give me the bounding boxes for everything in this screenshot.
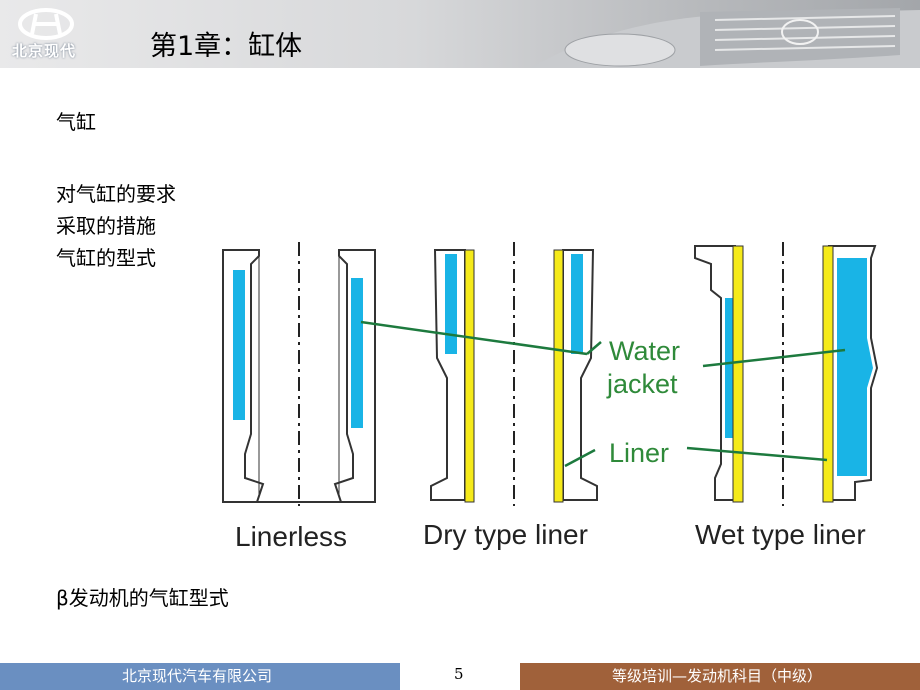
list-item: 采取的措施 bbox=[56, 214, 156, 238]
water-jacket-right bbox=[351, 278, 363, 428]
list-item: 对气缸的要求 bbox=[56, 182, 176, 206]
company-name: 北京现代汽车有限公司 bbox=[122, 667, 273, 685]
beta-engine-line: β发动机的气缸型式 bbox=[56, 586, 229, 610]
dry-liner-cylinder bbox=[430, 242, 598, 506]
list-item: 气缸的型式 bbox=[56, 246, 156, 270]
liner-right bbox=[822, 245, 834, 503]
linerless-cylinder bbox=[222, 242, 376, 506]
page-number: 5 bbox=[454, 665, 464, 683]
callout-lines bbox=[360, 320, 846, 468]
wet-liner-cylinder bbox=[694, 242, 879, 506]
liner-left bbox=[732, 245, 744, 503]
water-jacket-left bbox=[233, 270, 245, 420]
caption-wet-type: Wet type liner bbox=[695, 519, 866, 550]
caption-dry-type: Dry type liner bbox=[423, 519, 588, 550]
topic-heading: 气缸 bbox=[56, 110, 96, 134]
car-grille-illustration bbox=[530, 8, 920, 68]
caption-linerless: Linerless bbox=[235, 521, 347, 552]
jacket-label-line2: jacket bbox=[606, 369, 678, 399]
water-jacket-right bbox=[571, 254, 583, 354]
brand-text: 北京现代 bbox=[12, 42, 77, 60]
course-name: 等级培训—发动机科目（中级） bbox=[612, 667, 823, 685]
bullet-list: 对气缸的要求 采取的措施 气缸的型式 bbox=[56, 178, 176, 274]
footer-left-bar: 北京现代汽车有限公司 bbox=[0, 663, 400, 690]
liner-right bbox=[553, 249, 564, 503]
hyundai-logo-icon bbox=[18, 8, 74, 40]
cylinder-type-diagram: Water jacket Liner Linerless Dry type li… bbox=[222, 242, 879, 552]
liner-left bbox=[464, 249, 475, 503]
water-jacket-left bbox=[445, 254, 457, 354]
water-label-line1: Water bbox=[609, 336, 680, 366]
footer-right-bar: 等级培训—发动机科目（中级） bbox=[520, 663, 920, 690]
header-bar: 北京现代 第1章：缸体 bbox=[0, 0, 920, 68]
water-jacket-right bbox=[837, 258, 873, 476]
slide-title: 第1章：缸体 bbox=[150, 31, 303, 62]
liner-label: Liner bbox=[609, 438, 669, 468]
